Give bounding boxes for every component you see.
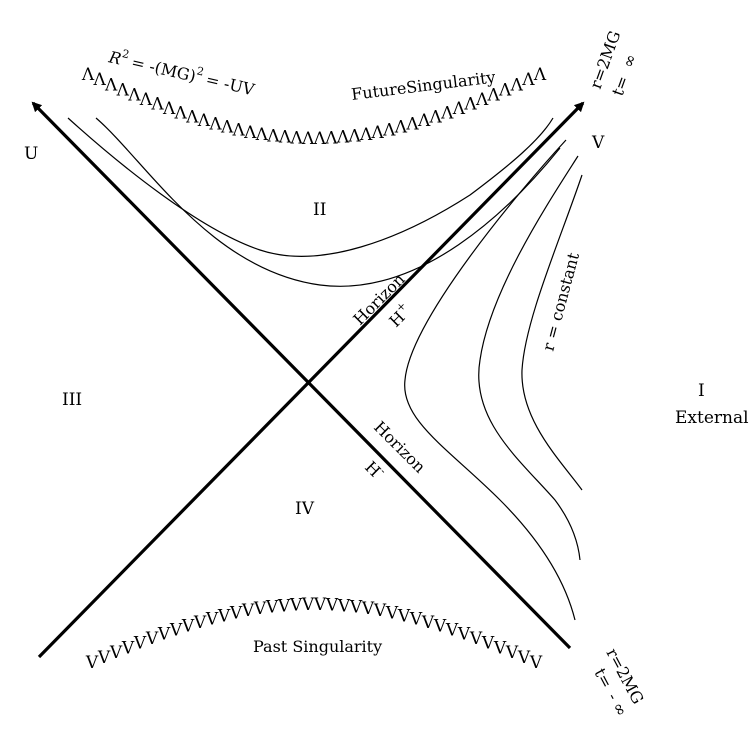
region-ii-hyperbola-inner xyxy=(95,117,561,287)
future-singularity-marker: Λ xyxy=(452,99,466,119)
past-singularity-marker: V xyxy=(85,653,99,673)
region-i-label: I xyxy=(698,381,705,401)
past-singularity-marker: V xyxy=(505,643,519,663)
past-singularity-marker: V xyxy=(361,599,375,619)
future-singularity-marker: Λ xyxy=(150,95,164,115)
region-iii-label: III xyxy=(62,390,82,410)
future-singularity-marker: Λ xyxy=(347,127,361,147)
past-singularity-marker: V xyxy=(313,595,327,615)
future-singularity-marker: Λ xyxy=(521,70,535,90)
future-singularity-marker: Λ xyxy=(336,128,350,148)
future-singularity-marker: Λ xyxy=(266,127,280,147)
past-singularity-marker: V xyxy=(217,606,231,626)
future-singularity-marker: Λ xyxy=(162,99,176,119)
future-singularity-marker: Λ xyxy=(127,85,141,105)
past-singularity-marker: V xyxy=(493,638,507,658)
past-singularity-marker: V xyxy=(301,595,315,615)
future-singularity-marker: Λ xyxy=(510,75,524,95)
past-singularity-marker: V xyxy=(349,598,363,618)
future-singularity-marker: Λ xyxy=(232,120,246,140)
future-singularity-marker: Λ xyxy=(220,118,234,138)
past-singularity-marker: V xyxy=(385,604,399,624)
past-singularity-marker: V xyxy=(337,596,351,616)
past-singularity-marker: V xyxy=(121,638,135,658)
future-singularity-marker: Λ xyxy=(463,95,477,115)
future-singularity-marker: Λ xyxy=(382,120,396,140)
region-i-constant-r-curve-2 xyxy=(478,155,581,561)
future-singularity-marker: Λ xyxy=(301,129,315,149)
past-singularity-marker: V xyxy=(277,596,291,616)
future-singularity-marker: Λ xyxy=(243,123,257,143)
past-singularity-marker: V xyxy=(529,653,543,673)
past-singularity-marker: V xyxy=(433,617,447,637)
v-axis-arrow xyxy=(37,101,585,659)
future-singularity-marker: Λ xyxy=(498,80,512,100)
region-i-constant-r-curve-3 xyxy=(521,174,583,491)
past-singularity-marker: V xyxy=(469,629,483,649)
r-constant-label: r = constant xyxy=(539,250,584,353)
past-singularity-marker: V xyxy=(157,625,171,645)
future-singularity-marker: Λ xyxy=(394,118,408,138)
past-singularity-marker: V xyxy=(133,634,147,654)
future-singularity-marker: Λ xyxy=(313,129,327,149)
past-singularity-marker: V xyxy=(97,648,111,668)
future-singularity-marker: Λ xyxy=(104,75,118,95)
past-singularity-marker: V xyxy=(169,621,183,641)
future-singularity-marker: Λ xyxy=(139,90,153,110)
region-ii-label: II xyxy=(313,200,326,220)
future-singularity-marker: Λ xyxy=(208,115,222,135)
past-singularity-marker: V xyxy=(397,606,411,626)
region-i-constant-r-curve-1 xyxy=(404,139,576,621)
future-singularity-marker: Λ xyxy=(92,70,106,90)
future-singularity-marker: Λ xyxy=(255,125,269,145)
past-singularity-marker: V xyxy=(325,596,339,616)
past-singularity-marker: V xyxy=(445,621,459,641)
future-singularity-marker: Λ xyxy=(486,85,500,105)
past-singularity-marker: V xyxy=(373,601,387,621)
future-singularity-marker: Λ xyxy=(533,65,547,85)
future-singularity-marker: Λ xyxy=(289,129,303,149)
future-singularity-marker: Λ xyxy=(174,103,188,123)
past-singularity-marker: V xyxy=(193,613,207,633)
region-i-sublabel: External xyxy=(675,408,749,428)
future-singularity-marker: Λ xyxy=(405,115,419,135)
future-singularity-marker: Λ xyxy=(417,111,431,131)
past-singularity-marker: V xyxy=(205,610,219,630)
region-ii-hyperbola-outer xyxy=(67,117,554,257)
past-singularity-marker: V xyxy=(181,617,195,637)
past-singularity-marker: V xyxy=(145,629,159,649)
past-singularity-marker: V xyxy=(421,613,435,633)
region-iv-label: IV xyxy=(295,499,315,519)
past-singularity-marker: V xyxy=(289,596,303,616)
u-axis-arrow xyxy=(31,101,572,650)
future-singularity-marker: Λ xyxy=(278,128,292,148)
past-singularity-marker: V xyxy=(229,604,243,624)
future-singularity-marker: Λ xyxy=(429,107,443,127)
future-singularity-marker: Λ xyxy=(185,107,199,127)
future-singularity-marker: Λ xyxy=(371,123,385,143)
past-singularity-marker: V xyxy=(457,625,471,645)
future-singularity-marker: Λ xyxy=(440,103,454,123)
past-singularity-label: Past Singularity xyxy=(253,637,382,656)
future-singularity-marker: Λ xyxy=(475,90,489,110)
v-axis-label: V xyxy=(591,133,605,153)
past-singularity-marker: V xyxy=(109,643,123,663)
past-singularity-marker: V xyxy=(409,610,423,630)
past-singularity-marker: V xyxy=(241,601,255,621)
past-singularity-marker: V xyxy=(253,599,267,619)
future-singularity-marker: Λ xyxy=(81,65,95,85)
future-singularity-marker: Λ xyxy=(116,80,130,100)
future-singularity-marker: Λ xyxy=(359,125,373,145)
future-singularity-marker: Λ xyxy=(324,129,338,149)
past-singularity-marker: V xyxy=(517,648,531,668)
past-singularity-marker: V xyxy=(481,634,495,654)
past-singularity-marker: V xyxy=(265,598,279,618)
future-singularity-marker: Λ xyxy=(197,111,211,131)
u-axis-label: U xyxy=(24,144,38,164)
